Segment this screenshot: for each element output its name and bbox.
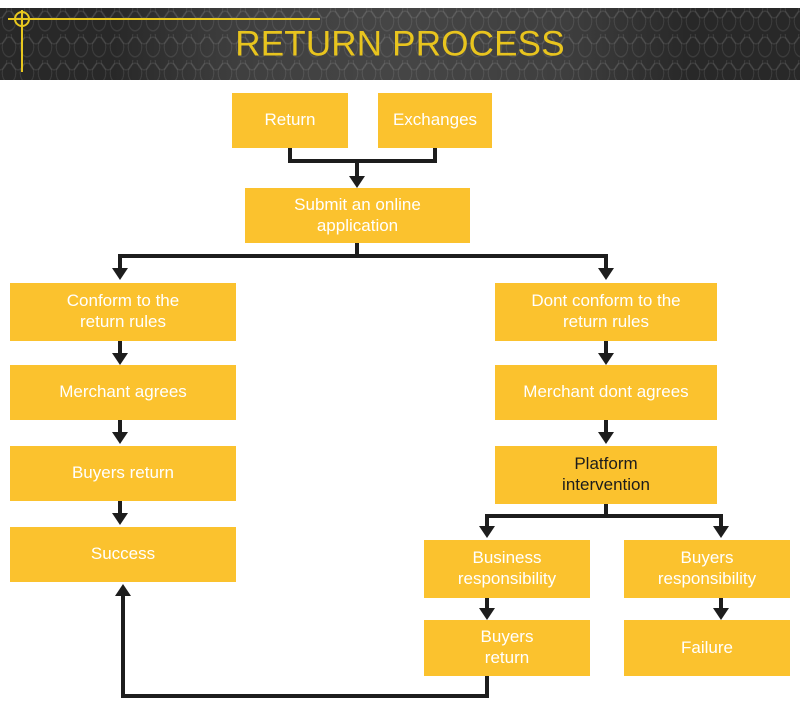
connector-branch-split-bar [118,254,608,258]
connector-submit-down [355,243,359,258]
node-merchant-agrees[interactable]: Merchant agrees [10,365,236,420]
node-buyers-return-left[interactable]: Buyers return [10,446,236,501]
page-title: RETURN PROCESS [235,24,565,64]
connector-outcome-right-down [719,514,723,528]
arrow-into-merchant-agrees-icon [112,353,128,365]
arrow-into-failure-icon [713,608,729,620]
arrow-into-buyers-return-left-icon [112,432,128,444]
connector-merge-bar [288,159,437,163]
connector-merge-down [355,159,359,179]
node-failure[interactable]: Failure [624,620,790,676]
arrow-into-conform-icon [112,268,128,280]
connector-conform-down [118,341,122,355]
node-buyers-responsibility[interactable]: Buyers responsibility [624,540,790,598]
node-return[interactable]: Return [232,93,348,148]
connector-feedback-horizontal [121,694,489,698]
connector-feedback-up [121,596,125,694]
arrow-into-dont-conform-icon [598,268,614,280]
node-success[interactable]: Success [10,527,236,582]
connector-exchanges-down [433,148,437,163]
node-dont-conform-to-return-rules[interactable]: Dont conform to the return rules [495,283,717,341]
guide-line-horizontal-icon [8,18,320,20]
connector-platform-down [604,504,608,518]
connector-left-branch-down [118,254,122,270]
arrow-into-business-responsibility-icon [479,526,495,538]
crosshair-target-icon [14,11,30,27]
connector-buyers-responsibility-down [719,598,723,610]
node-buyers-return-right[interactable]: Buyers return [424,620,590,676]
arrow-into-merchant-dont-agrees-icon [598,353,614,365]
connector-return-down [288,148,292,163]
arrow-into-buyers-responsibility-icon [713,526,729,538]
arrow-into-submit-icon [349,176,365,188]
node-platform-intervention[interactable]: Platform intervention [495,446,717,504]
connector-outcome-left-down [485,514,489,528]
arrow-into-success-icon [112,513,128,525]
connector-feedback-down [485,676,489,698]
connector-merchant-agrees-down [118,420,122,434]
connector-buyers-return-left-down [118,501,122,515]
node-submit-application[interactable]: Submit an online application [245,188,470,243]
connector-business-responsibility-down [485,598,489,610]
connector-right-branch-down [604,254,608,270]
node-business-responsibility[interactable]: Business responsibility [424,540,590,598]
node-conform-to-return-rules[interactable]: Conform to the return rules [10,283,236,341]
guide-line-vertical-icon [21,10,23,72]
connector-dont-conform-down [604,341,608,355]
arrow-into-platform-icon [598,432,614,444]
connector-outcome-split-bar [485,514,723,518]
node-merchant-dont-agrees[interactable]: Merchant dont agrees [495,365,717,420]
connector-merchant-dont-agrees-down [604,420,608,434]
node-exchanges[interactable]: Exchanges [378,93,492,148]
arrow-into-success-from-feedback-icon [115,584,131,596]
arrow-into-buyers-return-right-icon [479,608,495,620]
